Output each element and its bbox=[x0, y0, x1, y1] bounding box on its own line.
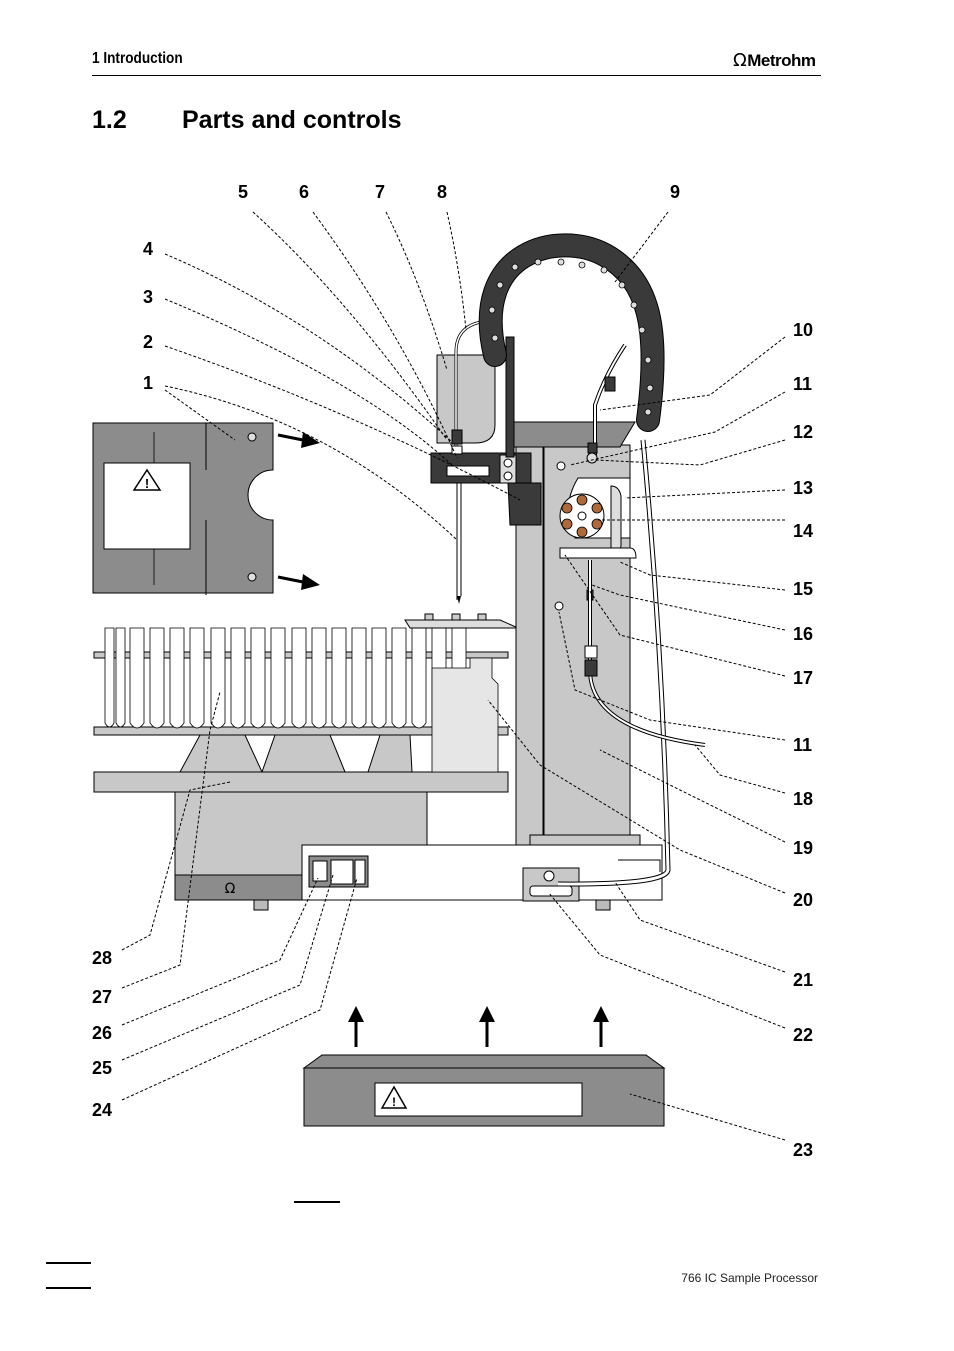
callout-25: 25 bbox=[92, 1058, 112, 1078]
callout-1: 1 bbox=[143, 373, 153, 393]
robot-arm bbox=[430, 320, 542, 604]
callout-14: 14 bbox=[793, 521, 813, 541]
metrohm-logo: ΩMetrohm bbox=[733, 50, 816, 71]
valve-ports bbox=[561, 494, 603, 538]
callout-18: 18 bbox=[793, 789, 813, 809]
rinse-beaker bbox=[431, 657, 499, 773]
callout-12: 12 bbox=[793, 422, 813, 442]
mains-socket bbox=[330, 859, 354, 885]
callout-28: 28 bbox=[92, 948, 112, 968]
callout-20: 20 bbox=[793, 890, 813, 910]
callout-27: 27 bbox=[92, 987, 112, 1007]
side-cover: ! bbox=[92, 422, 274, 595]
section-title: Parts and controls bbox=[182, 106, 402, 134]
callout-26: 26 bbox=[92, 1023, 112, 1043]
svg-text:!: ! bbox=[145, 476, 149, 491]
header-section-title: 1 Introduction bbox=[92, 50, 183, 67]
cable-chain bbox=[478, 233, 671, 887]
metrohm-logo-text: Metrohm bbox=[747, 51, 816, 70]
callout-labels: 5 6 7 8 9 4 3 2 1 10 11 12 13 14 15 16 1… bbox=[92, 182, 813, 1160]
bottom-cover-arrows bbox=[348, 1006, 609, 1047]
callout-11-lower: 11 bbox=[793, 735, 812, 755]
callout-16: 16 bbox=[793, 624, 813, 644]
figure-caption-rule bbox=[294, 1201, 340, 1203]
callout-21: 21 bbox=[793, 970, 813, 990]
leader-lines bbox=[121, 211, 786, 1141]
cover-arrows bbox=[277, 432, 320, 590]
svg-text:Ω: Ω bbox=[225, 881, 236, 897]
callout-2: 2 bbox=[143, 332, 153, 352]
callout-17: 17 bbox=[793, 668, 813, 688]
callout-8: 8 bbox=[437, 182, 447, 202]
section-number: 1.2 bbox=[92, 106, 127, 134]
warning-icon bbox=[380, 1085, 408, 1109]
callout-10: 10 bbox=[793, 320, 813, 340]
lower-housing bbox=[301, 844, 663, 902]
injection-valve bbox=[554, 442, 706, 747]
rack-supports bbox=[179, 734, 413, 773]
callout-15: 15 bbox=[793, 579, 813, 599]
footer-rule-bottom bbox=[46, 1287, 91, 1289]
callout-22: 22 bbox=[793, 1025, 813, 1045]
callout-24: 24 bbox=[92, 1100, 112, 1120]
callout-5: 5 bbox=[238, 182, 248, 202]
sample-rack bbox=[93, 613, 519, 773]
bottom-cover: ! bbox=[302, 1054, 666, 1127]
callout-19: 19 bbox=[793, 838, 813, 858]
fuse-holder bbox=[354, 859, 366, 885]
remote-connector bbox=[529, 885, 573, 897]
footer-product-name: 766 IC Sample Processor bbox=[681, 1271, 818, 1285]
callout-6: 6 bbox=[299, 182, 309, 202]
callout-4: 4 bbox=[143, 239, 153, 259]
callout-3: 3 bbox=[143, 287, 153, 307]
warning-icon bbox=[132, 468, 162, 491]
svg-text:!: ! bbox=[392, 1095, 396, 1109]
footer-rule-top bbox=[46, 1262, 91, 1264]
metrohm-omega-icon: Ω bbox=[733, 50, 747, 71]
sample-tubes bbox=[104, 627, 467, 729]
callout-9: 9 bbox=[670, 182, 680, 202]
callout-23: 23 bbox=[793, 1140, 813, 1160]
header-rule bbox=[92, 75, 821, 76]
callout-13: 13 bbox=[793, 478, 813, 498]
callout-11-upper: 11 bbox=[793, 374, 812, 394]
callout-7: 7 bbox=[375, 182, 385, 202]
page-heading: 1.2 Parts and controls bbox=[92, 106, 402, 135]
power-switch[interactable] bbox=[312, 860, 328, 882]
